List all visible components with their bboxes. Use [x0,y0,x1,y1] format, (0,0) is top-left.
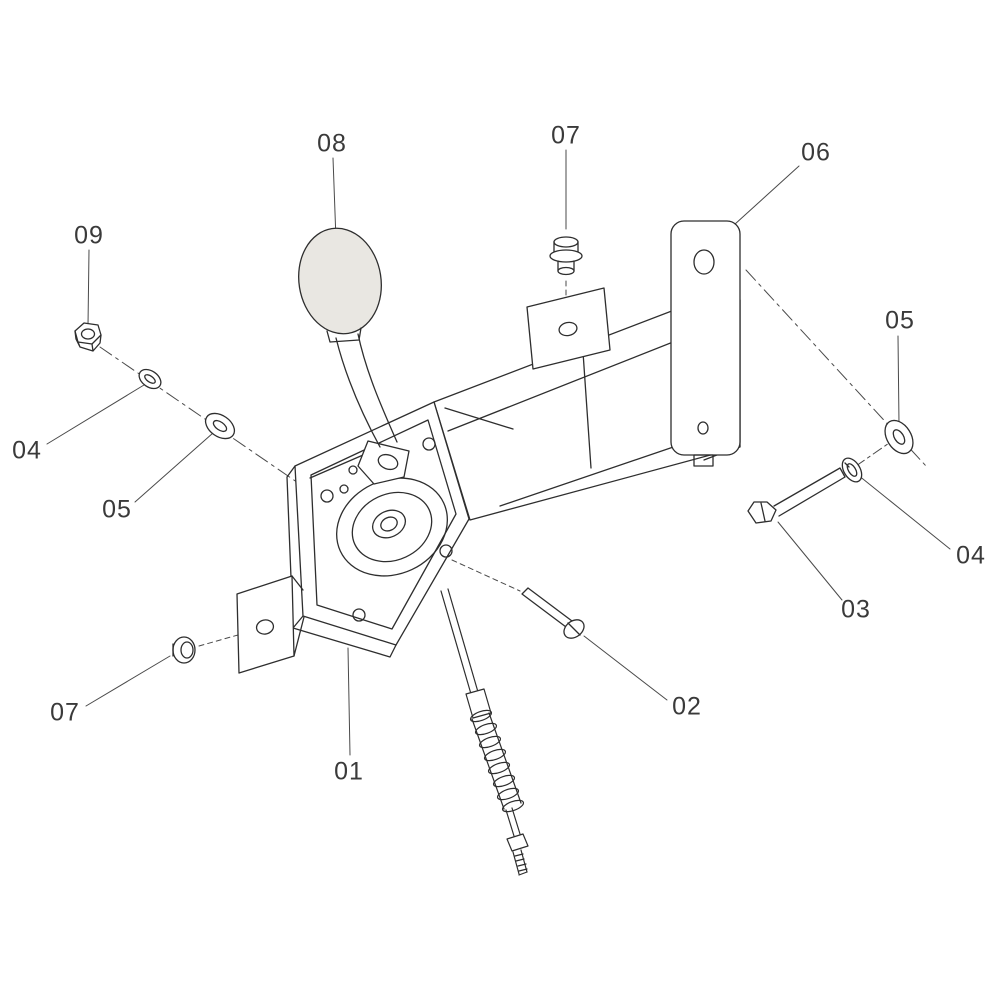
callout-07-top: 07 [551,121,581,150]
slotted-screw [521,587,585,639]
shift-knob [298,227,382,343]
small-washer-left [138,368,162,390]
leader-lines [46,149,951,756]
mounting-plate [670,220,741,467]
callout-09: 09 [74,221,104,250]
pivot-boss [336,477,448,577]
top-tab [526,287,611,370]
callout-05-left: 05 [102,495,132,524]
hex-nut [74,322,102,352]
cap-plug-top [549,236,583,276]
callout-05-right: 05 [885,306,915,335]
flat-washer-left [204,412,236,440]
callout-08: 08 [317,129,347,158]
callout-06: 06 [801,138,831,167]
lever-shaft [335,333,410,494]
callout-03: 03 [841,595,871,624]
cap-plug-left [172,636,196,664]
lower-bracket [236,575,305,674]
callout-04-left: 04 [12,436,42,465]
callout-07-left: 07 [50,698,80,727]
callout-01: 01 [334,757,364,786]
lock-washer-right [841,457,863,483]
pivot-housing [286,401,470,658]
control-cable [440,588,529,876]
callout-02: 02 [672,692,702,721]
flat-washer-right [884,419,914,455]
hex-bolt [747,467,846,524]
callout-04-right: 04 [956,541,986,570]
